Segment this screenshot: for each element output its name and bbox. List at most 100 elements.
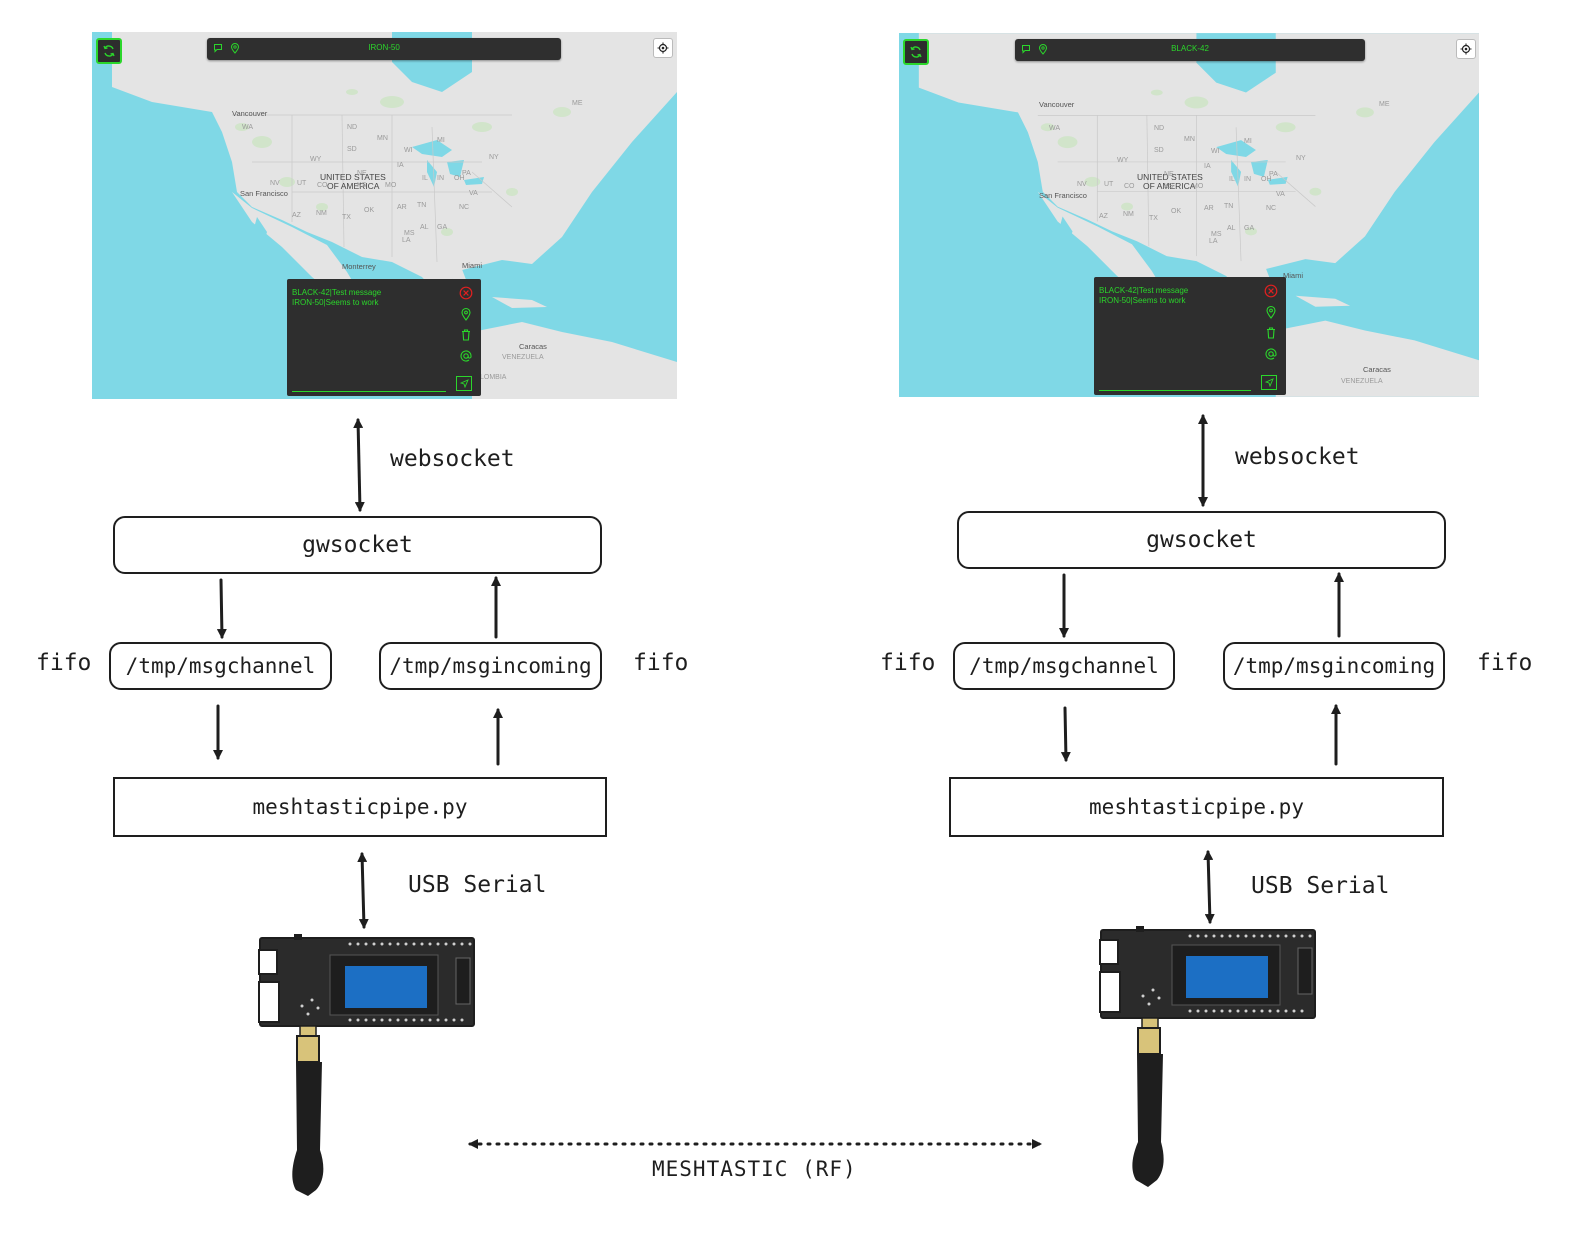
send-icon [1264, 378, 1274, 387]
msgchannel-label: /tmp/msgchannel [969, 654, 1159, 678]
map-label-state: WI [1211, 148, 1220, 155]
map-label-state: OH [1261, 176, 1272, 183]
trash-icon [462, 329, 470, 341]
fifo-label: fifo [1477, 650, 1533, 676]
map-label-state: WA [1049, 125, 1061, 132]
share-location-button[interactable] [1264, 304, 1278, 325]
map-label-state: NE [1164, 171, 1174, 178]
message-input[interactable] [1099, 376, 1251, 391]
map-label-state: IA [397, 162, 404, 169]
map-label-state: MI [437, 137, 445, 144]
map-label-state: MI [1244, 138, 1252, 145]
pin-icon[interactable] [1038, 44, 1048, 55]
map-label-state: IL [422, 175, 428, 182]
send-button[interactable] [456, 376, 472, 391]
map-label-vancouver: Vancouver [232, 109, 268, 118]
close-button[interactable] [1264, 283, 1278, 304]
close-button[interactable] [459, 285, 473, 306]
node-name-bar[interactable]: IRON-50 [207, 38, 561, 60]
node-name: BLACK-42 [1171, 44, 1209, 53]
locate-icon [1460, 43, 1472, 55]
refresh-icon [910, 46, 922, 58]
map-label-country: UNITED STATES [1137, 172, 1203, 182]
share-location-button[interactable] [459, 306, 473, 327]
map-label-san-francisco: San Francisco [1039, 191, 1087, 200]
refresh-button[interactable] [96, 38, 122, 64]
chat-bubble-icon[interactable] [213, 43, 223, 53]
map-label-venezuela: VENEZUELA [1341, 378, 1383, 385]
websocket-label: websocket [1235, 444, 1360, 470]
lora-board-left [258, 934, 475, 1196]
map-label-state: NE [357, 170, 367, 177]
msgincoming-box: /tmp/msgincoming [1223, 642, 1445, 690]
message-list: BLACK-42|Test message IRON-50|Seems to w… [1099, 286, 1188, 306]
usb-serial-arrow-right [1203, 850, 1215, 924]
map-label-state: AR [1204, 205, 1214, 212]
map-label-state: AZ [292, 212, 301, 219]
at-icon [460, 350, 472, 362]
msgincoming-label: /tmp/msgincoming [389, 654, 592, 678]
locate-button[interactable] [653, 38, 673, 58]
map-label-state: AR [397, 204, 407, 211]
map-label-miami: Miami [1283, 271, 1303, 280]
map-label-state: WY [1117, 157, 1129, 164]
map-label-state: ME [572, 100, 583, 107]
map-label-state: WI [404, 147, 413, 154]
message-item: IRON-50|Seems to work [292, 298, 379, 307]
map-label-state: VA [469, 190, 478, 197]
message-item: IRON-50|Seems to work [1099, 296, 1186, 305]
usb-serial-label: USB Serial [408, 872, 547, 898]
map-label-state: AZ [1099, 213, 1108, 220]
locate-button[interactable] [1456, 39, 1476, 59]
node-name-bar[interactable]: BLACK-42 [1015, 39, 1365, 61]
fifo-label: fifo [633, 650, 689, 676]
map-label-state: KS [357, 182, 367, 189]
gwsocket-box: gwsocket [957, 511, 1446, 569]
map-label-state: IL [1229, 176, 1235, 183]
fifo-label: fifo [36, 650, 92, 676]
map-label-state: CO [1124, 183, 1135, 190]
usb-serial-label: USB Serial [1251, 873, 1390, 899]
chat-bubble-icon[interactable] [1021, 44, 1031, 54]
map-label-state: NV [270, 180, 280, 187]
send-button[interactable] [1261, 375, 1277, 390]
gwsocket-label: gwsocket [1146, 527, 1257, 553]
at-icon [1265, 348, 1277, 360]
map-label-state: AL [1227, 225, 1236, 232]
map-label-state: UT [1104, 181, 1114, 188]
map-label-state: SD [347, 146, 357, 153]
map-label-state: IA [1204, 163, 1211, 170]
msgchannel-label: /tmp/msgchannel [125, 654, 316, 678]
meshtasticpipe-label: meshtasticpipe.py [1089, 795, 1304, 819]
msgchannel-box: /tmp/msgchannel [109, 642, 332, 690]
mention-button[interactable] [1264, 346, 1278, 367]
mention-button[interactable] [459, 348, 473, 369]
gwsocket-box: gwsocket [113, 516, 602, 574]
pin-icon[interactable] [230, 43, 240, 54]
map-panel-left: UNITED STATES OF AMERICA Miami Vancouver… [92, 32, 677, 399]
usb-serial-arrow-left [357, 852, 369, 929]
meshtasticpipe-label: meshtasticpipe.py [252, 795, 468, 819]
message-input[interactable] [292, 377, 446, 392]
map-label-country: UNITED STATES [320, 172, 386, 182]
map-label-state: NM [316, 210, 327, 217]
clear-messages-button[interactable] [459, 327, 473, 348]
map-label-state: CO [317, 182, 328, 189]
trash-icon [1267, 327, 1275, 339]
map-label-state: ND [1154, 125, 1165, 132]
message-list: BLACK-42|Test message IRON-50|Seems to w… [292, 288, 381, 308]
map-label-state: WY [310, 156, 322, 163]
msgchannel-to-pipe-arrow-right [1060, 706, 1071, 762]
map-label-state: WA [242, 124, 254, 131]
map-label-state: TN [417, 202, 427, 209]
map-label-colombia: LOMBIA [480, 374, 507, 381]
message-item: BLACK-42|Test message [1099, 286, 1189, 295]
clear-messages-button[interactable] [1264, 325, 1278, 346]
close-circle-icon [459, 286, 473, 300]
refresh-button[interactable] [903, 39, 929, 65]
close-circle-icon [1264, 284, 1278, 298]
map-label-state: NC [459, 204, 470, 211]
map-label-country-2: OF AMERICA [327, 181, 380, 191]
map-label-state: TX [1149, 215, 1158, 222]
map-label-state: MS [404, 230, 415, 237]
